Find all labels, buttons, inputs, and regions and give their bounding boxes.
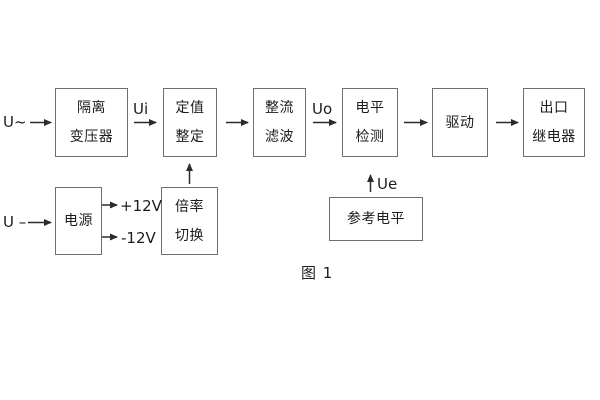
block-output-relay: 出口 继电器 xyxy=(523,88,585,157)
block-label: 倍率 xyxy=(175,198,204,215)
block-rectify-filter: 整流 滤波 xyxy=(253,88,306,157)
block-label: 驱动 xyxy=(445,114,475,131)
block-isolation-transformer: 隔离 变压器 xyxy=(55,88,128,157)
block-reference-level: 参考电平 xyxy=(329,197,423,241)
block-label: 电平 xyxy=(355,100,385,116)
block-label: 检测 xyxy=(355,129,385,145)
block-label: 变压器 xyxy=(69,129,114,145)
signal-uo: Uo xyxy=(312,100,333,118)
block-label: 出口 xyxy=(539,100,569,116)
signal-ue: Ue xyxy=(377,175,398,193)
block-label: 电源 xyxy=(64,213,93,229)
block-ratio-switch: 倍率 切换 xyxy=(161,187,218,255)
block-label: 定值 xyxy=(175,100,205,116)
signal-ui: Ui xyxy=(133,100,149,118)
block-label: 滤波 xyxy=(265,129,294,145)
signal-minus-12v: -12V xyxy=(121,229,156,247)
block-level-detect: 电平 检测 xyxy=(342,88,398,157)
block-drive: 驱动 xyxy=(432,88,488,157)
block-label: 整定 xyxy=(175,129,205,145)
block-label: 参考电平 xyxy=(347,211,405,227)
signal-plus-12v: +12V xyxy=(120,197,162,215)
block-value-setting: 定值 整定 xyxy=(163,88,217,157)
figure-caption: 图 1 xyxy=(301,264,334,282)
block-label: 切换 xyxy=(175,227,204,244)
block-label: 继电器 xyxy=(532,129,576,145)
block-label: 隔离 xyxy=(77,100,106,116)
block-power-supply: 电源 xyxy=(55,187,102,255)
block-label: 整流 xyxy=(265,100,294,116)
signal-ac-input: U~ xyxy=(3,113,27,131)
signal-dc-input: U – xyxy=(3,213,27,231)
